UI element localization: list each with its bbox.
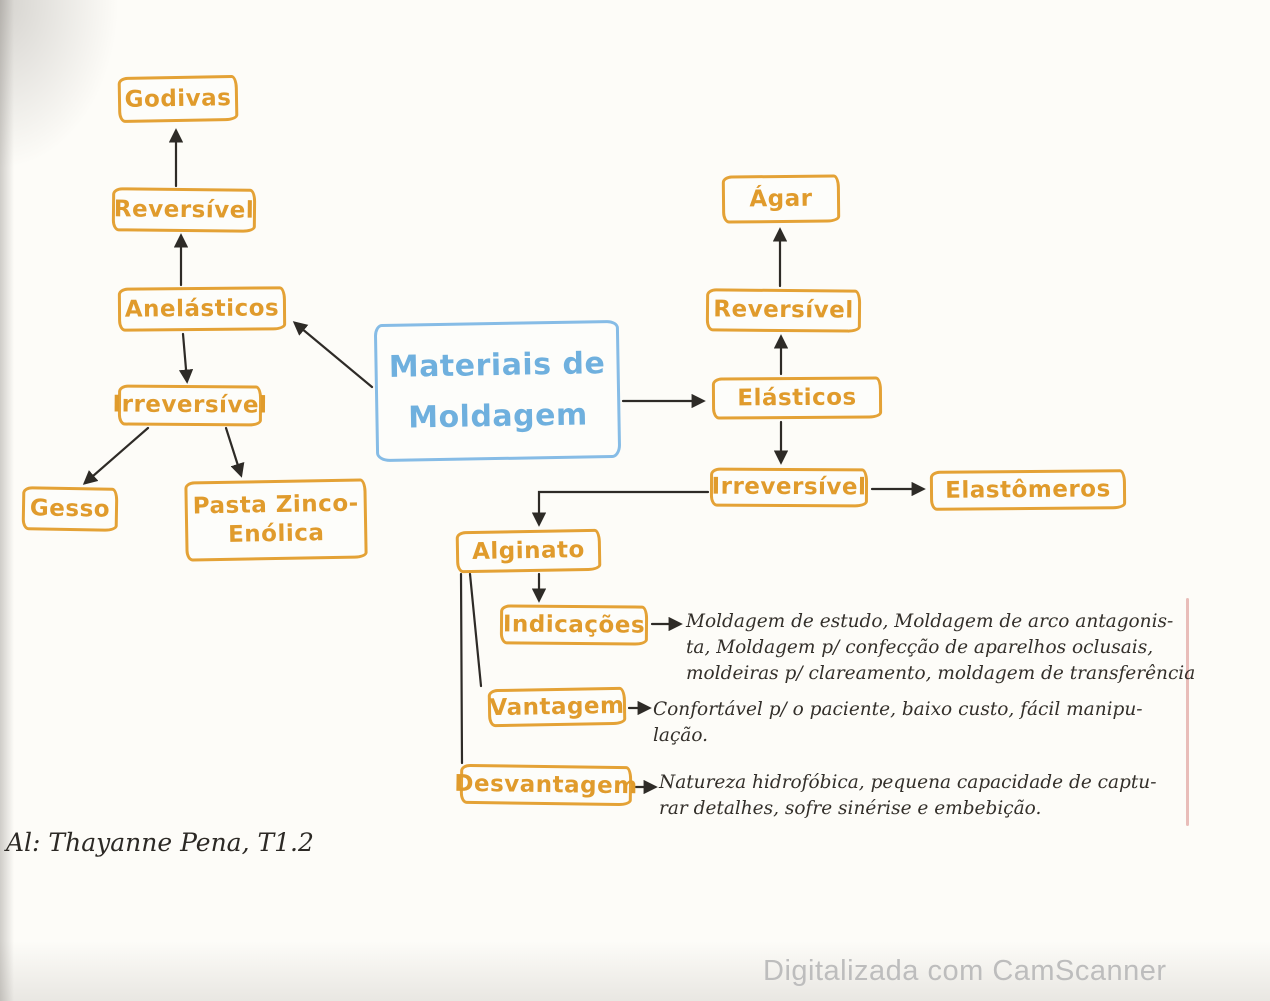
node-indicacoes: Indicações xyxy=(499,604,649,646)
red-margin-line xyxy=(1186,598,1189,826)
scan-shadow-left xyxy=(0,0,14,1001)
node-pasta-zinco-enolica: Pasta Zinco-Enólica xyxy=(184,478,368,562)
author-note: Al: Thayanne Pena, T1.2 xyxy=(6,828,314,857)
node-desvantagem: Desvantagem xyxy=(454,763,638,807)
annotation-vantagem: Confortável p/ o paciente, baixo custo, … xyxy=(653,697,1143,749)
arrow-center-to-anelasticos xyxy=(292,321,374,389)
line-alginato-to-desvantagem xyxy=(459,572,464,765)
arrow-irreversivel-left-to-pasta xyxy=(224,426,245,478)
node-irreversivel-right: Irreversível xyxy=(709,467,869,508)
annotation-desvantagem-line1: Natureza hidrofóbica, pequena capacidade… xyxy=(659,772,1157,793)
arrow-anelasticos-to-irreversivel-left xyxy=(178,332,194,384)
annotation-vantagem-line2: lação. xyxy=(653,724,709,746)
camscanner-watermark: Digitalizada com CamScanner xyxy=(763,955,1167,987)
node-vantagem: Vantagem xyxy=(487,686,627,728)
scan-shadow-corner xyxy=(0,0,120,170)
annotation-vantagem-line1: Confortável p/ o paciente, baixo custo, … xyxy=(653,699,1143,720)
node-anelasticos: Anelásticos xyxy=(117,286,287,332)
node-irreversivel-left: Irreversível xyxy=(113,384,268,427)
node-elasticos: Elásticos xyxy=(711,376,883,420)
annotation-indicacoes-line1: Moldagem de estudo, Moldagem de arco ant… xyxy=(686,611,1174,632)
node-godivas: Godivas xyxy=(117,74,239,124)
node-agar: Ágar xyxy=(721,174,841,224)
line-alginato-to-vantagem xyxy=(468,572,483,688)
annotation-desvantagem-line2: rar detalhes, sofre sinérise e embebição… xyxy=(659,797,1042,819)
annotation-indicacoes: Moldagem de estudo, Moldagem de arco ant… xyxy=(686,609,1195,687)
scan-shadow-bottom xyxy=(0,941,1270,1001)
annotation-indicacoes-line3: moldeiras p/ clareamento, moldagem de tr… xyxy=(686,662,1196,684)
node-reversivel-left: Reversível xyxy=(111,187,257,233)
node-elastomeros: Elastômeros xyxy=(929,469,1127,511)
arrow-irreversivel-left-to-gesso xyxy=(82,426,150,485)
node-alginato: Alginato xyxy=(455,528,602,574)
node-materiais-line1: Materiais de xyxy=(388,346,606,385)
arrow-irreversivel-right-to-alginato xyxy=(531,490,710,527)
annotation-indicacoes-line2: ta, Moldagem p/ confecção de aparelhos o… xyxy=(686,636,1154,658)
node-materiais-line2: Moldagem xyxy=(407,397,589,436)
node-reversivel-right: Reversível xyxy=(705,288,862,333)
node-gesso: Gesso xyxy=(21,486,119,532)
node-materiais-de-moldagem: Materiais de Moldagem xyxy=(373,319,622,463)
annotation-desvantagem: Natureza hidrofóbica, pequena capacidade… xyxy=(659,770,1156,822)
